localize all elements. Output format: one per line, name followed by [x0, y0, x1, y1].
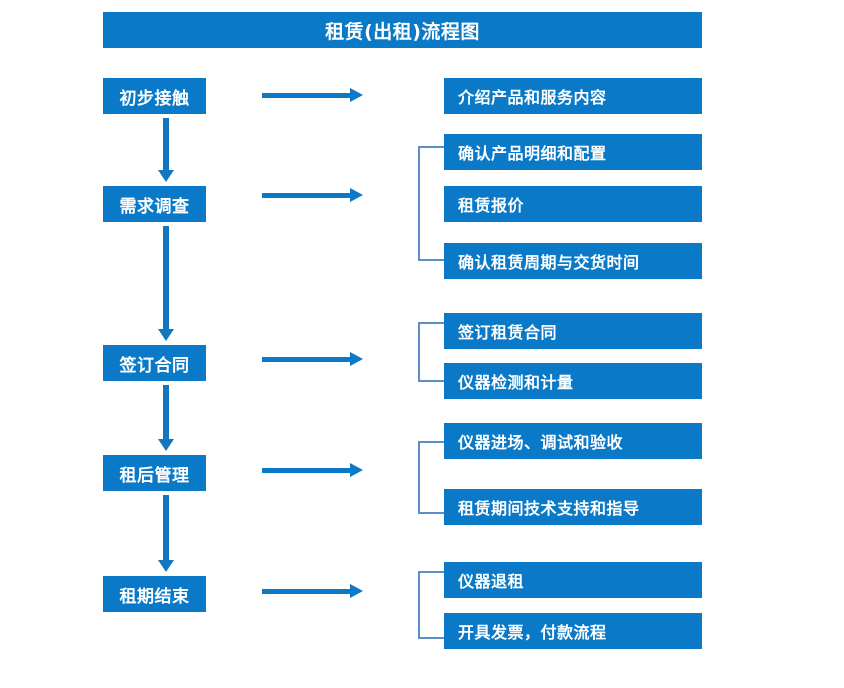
connector-stage-2-to-3 [158, 226, 174, 341]
connector-stage-3-to-4 [158, 385, 174, 451]
connector-stage-4-to-5 [158, 495, 174, 572]
detail-box-3-2[interactable]: 仪器检测和计量 [444, 363, 702, 399]
connector-stage-1-to-2 [158, 118, 174, 182]
arrow-head-icon [350, 88, 363, 102]
connector-shaft [163, 385, 169, 440]
group-bracket-stage-2 [418, 146, 444, 261]
detail-box-2-2[interactable]: 租赁报价 [444, 186, 702, 222]
arrow-head-icon [350, 352, 363, 366]
connector-arrow-head-icon [158, 170, 174, 182]
arrow-right-stage-5 [262, 584, 363, 598]
group-bracket-stage-3 [418, 322, 444, 382]
arrow-right-stage-3 [262, 352, 363, 366]
stage-box-rental-end[interactable]: 租期结束 [103, 576, 206, 612]
connector-shaft [163, 495, 169, 561]
connector-shaft [163, 118, 169, 171]
stage-box-sign-contract[interactable]: 签订合同 [103, 345, 206, 381]
arrow-shaft [262, 193, 351, 198]
stage-box-needs-survey[interactable]: 需求调查 [103, 186, 206, 222]
arrow-head-icon [350, 188, 363, 202]
arrow-shaft [262, 589, 351, 594]
detail-box-5-2[interactable]: 开具发票，付款流程 [444, 613, 702, 649]
detail-box-2-1[interactable]: 确认产品明细和配置 [444, 134, 702, 170]
stage-box-initial-contact[interactable]: 初步接触 [103, 78, 206, 114]
arrow-head-icon [350, 463, 363, 477]
detail-box-2-3[interactable]: 确认租赁周期与交货时间 [444, 243, 702, 279]
connector-shaft [163, 226, 169, 330]
detail-box-1-1[interactable]: 介绍产品和服务内容 [444, 78, 702, 114]
connector-arrow-head-icon [158, 439, 174, 451]
detail-box-5-1[interactable]: 仪器退租 [444, 562, 702, 598]
flowchart-title: 租赁(出租)流程图 [103, 12, 702, 48]
arrow-head-icon [350, 584, 363, 598]
arrow-right-stage-4 [262, 463, 363, 477]
arrow-right-stage-1 [262, 88, 363, 102]
detail-box-4-2[interactable]: 租赁期间技术支持和指导 [444, 489, 702, 525]
arrow-right-stage-2 [262, 188, 363, 202]
group-bracket-stage-5 [418, 571, 444, 639]
stage-box-post-rental-management[interactable]: 租后管理 [103, 455, 206, 491]
detail-box-3-1[interactable]: 签订租赁合同 [444, 313, 702, 349]
arrow-shaft [262, 357, 351, 362]
arrow-shaft [262, 93, 351, 98]
detail-box-4-1[interactable]: 仪器进场、调试和验收 [444, 423, 702, 459]
group-bracket-stage-4 [418, 441, 444, 514]
connector-arrow-head-icon [158, 329, 174, 341]
connector-arrow-head-icon [158, 560, 174, 572]
arrow-shaft [262, 468, 351, 473]
